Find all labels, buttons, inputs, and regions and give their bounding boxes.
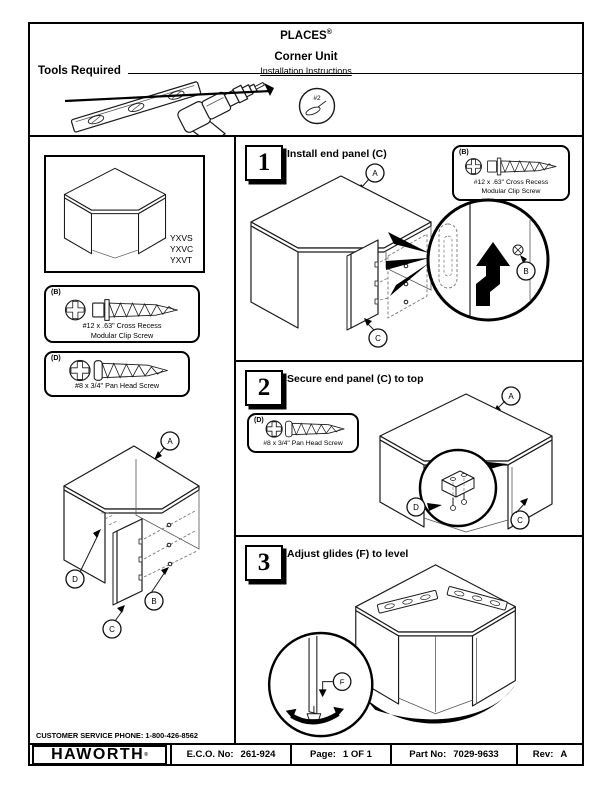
step-1-number: 1 — [245, 145, 283, 181]
svg-text:B: B — [151, 597, 156, 606]
screw-b-icon — [64, 299, 179, 321]
page-value: 1 OF 1 — [342, 749, 372, 760]
exploded-overview-illustration: A D B C — [63, 431, 200, 639]
hardware-b-tag: (B) — [51, 289, 61, 296]
bracket-screws-icon — [450, 478, 467, 511]
rotate-arrow — [290, 711, 340, 725]
customer-service-phone: CUSTOMER SERVICE PHONE: 1-800-426-8562 — [36, 731, 198, 740]
driver-bit-icon: #2 — [298, 87, 336, 125]
hardware-b-tag: (B) — [459, 149, 469, 156]
svg-text:D: D — [72, 575, 78, 584]
callout-c: C — [510, 498, 530, 530]
part-label: Part No: — [409, 749, 447, 760]
hardware-b-caption: #12 x .63" Cross Recess Modular Clip Scr… — [473, 179, 549, 196]
eco-label: E.C.O. No: — [186, 749, 234, 760]
hardware-b-box: (B) #12 x .63" Cross Recess Modular Clip… — [44, 285, 200, 343]
model-code: YXVT — [170, 255, 193, 266]
callout-a: A — [154, 431, 180, 460]
registered-mark: ® — [326, 29, 332, 37]
magnify-arrow — [388, 232, 429, 253]
hardware-b-caption: #12 x .63" Cross Recess Modular Clip Scr… — [82, 321, 162, 340]
rev-value: A — [560, 749, 568, 760]
svg-text:C: C — [375, 334, 381, 343]
tools-rule — [128, 73, 582, 74]
hardware-d-caption: #8 x 3/4" Pan Head Screw — [74, 381, 160, 390]
bit-size-label: #2 — [313, 95, 321, 102]
callout-c: C — [102, 605, 125, 639]
title-block: HAWORTH® E.C.O. No: 261-924 Page: 1 OF 1… — [30, 743, 582, 765]
page-cell: Page: 1 OF 1 — [292, 745, 392, 764]
product-name: Corner Unit — [274, 51, 338, 63]
callout-b: B — [144, 567, 169, 611]
callout-c: C — [364, 318, 388, 348]
svg-text:D: D — [413, 503, 419, 512]
part-value: 7029-9633 — [453, 749, 499, 760]
page-label: Page: — [310, 749, 336, 760]
step-2-illustration: A D C — [379, 386, 553, 533]
model-code: YXVC — [170, 244, 194, 255]
model-code: YXVS — [170, 233, 193, 243]
svg-text:F: F — [340, 678, 345, 687]
svg-text:C: C — [517, 516, 523, 525]
eco-cell: E.C.O. No: 261-924 — [172, 745, 292, 764]
hardware-d-tag: (D) — [51, 355, 61, 362]
insert-direction-arrow — [476, 242, 510, 306]
svg-text:A: A — [508, 392, 514, 401]
page-border: PLACES® Corner Unit Installation Instruc… — [28, 22, 584, 766]
step-3-illustration: F — [267, 564, 516, 738]
bit-arrow-icon — [264, 83, 274, 96]
screw-b-icon — [465, 157, 557, 176]
step-1-title: Install end panel (C) — [287, 148, 387, 160]
step-2-number: 2 — [245, 370, 283, 406]
hardware-d-caption: #8 x 3/4" Pan Head Screw — [263, 440, 343, 447]
step-divider-1 — [234, 360, 582, 362]
svg-text:C: C — [109, 625, 115, 634]
svg-text:A: A — [372, 169, 378, 178]
screw-d-icon — [69, 359, 168, 382]
step-3-title: Adjust glides (F) to level — [287, 548, 409, 560]
model-codes: YXVS YXVC YXVT — [170, 233, 193, 266]
step-3-number: 3 — [245, 545, 283, 581]
svg-text:B: B — [523, 267, 528, 276]
tools-illustration: #2 — [65, 81, 336, 136]
bracket-icon — [441, 470, 475, 498]
rev-cell: Rev: A — [518, 745, 582, 764]
hardware-d-tag: (D) — [254, 417, 264, 424]
callout-d: D — [406, 497, 442, 517]
brand-cell: HAWORTH® — [30, 744, 172, 765]
rev-label: Rev: — [532, 749, 554, 760]
header-divider — [30, 135, 582, 137]
svg-text:A: A — [167, 437, 173, 446]
callout-f: F — [318, 672, 352, 698]
haworth-logo: HAWORTH® — [32, 744, 167, 765]
callout-d: D — [65, 529, 101, 589]
magnify-swoosh-arrow — [363, 684, 516, 724]
product-identification-box: YXVS YXVC YXVT — [44, 155, 205, 273]
tools-required-label: Tools Required — [38, 65, 121, 77]
hardware-d-box: (D) #8 x 3/4" Pan Head Screw — [44, 351, 190, 397]
level-icon — [70, 81, 202, 133]
drill-icon — [177, 82, 265, 136]
corner-unit-icon — [63, 167, 167, 259]
level-icon — [376, 589, 438, 614]
screw-detail-icon — [512, 244, 524, 256]
step-2-hardware-d-box: (D) #8 x 3/4" Pan Head Screw — [247, 413, 359, 453]
step-2-title: Secure end panel (C) to top — [287, 373, 424, 385]
callout-b: B — [516, 255, 536, 281]
step-1-hardware-b-box: (B) #12 x .63" Cross Recess Modular Clip… — [452, 145, 570, 201]
step-divider-2 — [234, 535, 582, 537]
eco-value: 261-924 — [240, 749, 276, 760]
level-icon — [446, 586, 508, 611]
step-1-illustration: A C — [250, 163, 550, 348]
doc-type: Installation Instructions — [260, 66, 352, 76]
part-cell: Part No: 7029-9633 — [392, 745, 518, 764]
screw-d-icon — [265, 420, 345, 438]
page-title: PLACES® — [280, 29, 332, 42]
column-divider — [234, 135, 236, 745]
